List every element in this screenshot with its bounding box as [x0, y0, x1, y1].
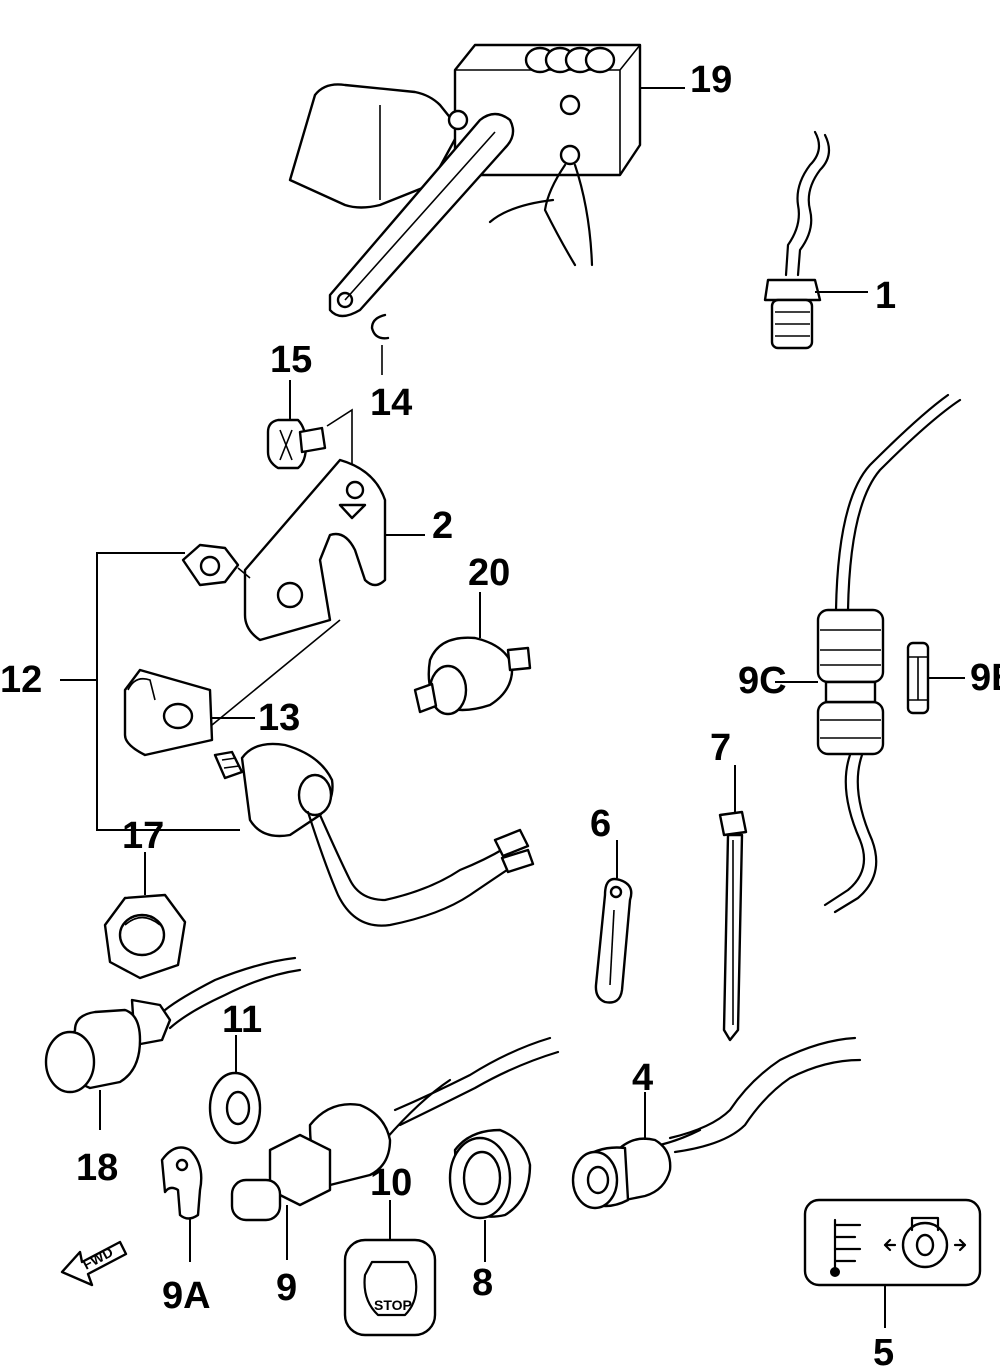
callout-15: 15: [270, 339, 312, 381]
callout-9A: 9A: [162, 1275, 211, 1317]
part-19-solenoid: [288, 43, 642, 318]
forward-arrow-icon: FWD: [60, 1240, 128, 1287]
part-2-switch: [413, 636, 532, 716]
callout-5: 5: [873, 1332, 894, 1371]
part-1-sensor: [763, 130, 831, 350]
part-9A-clip: [160, 1146, 203, 1220]
callout-13: 13: [258, 697, 300, 739]
part-9C-cable-tie: [718, 810, 748, 1042]
callout-11: 11: [222, 999, 262, 1041]
callout-6: 9C: [738, 660, 787, 702]
callout-14: 2: [432, 505, 453, 547]
callout-1: 1: [875, 275, 896, 317]
callout-19: 19: [690, 59, 732, 101]
callout-20: 14: [370, 382, 412, 424]
part-5-warning-label: [803, 1198, 982, 1287]
part-7-fuse: [906, 641, 930, 715]
part-9-switch: [230, 1036, 560, 1222]
part-nut: [181, 543, 240, 587]
callout-2: 20: [468, 552, 510, 594]
part-9B-strap: [594, 877, 633, 1004]
callout-12: 12: [0, 659, 42, 701]
callout-9C: 7: [710, 727, 731, 769]
stop-text: STOP: [374, 1297, 412, 1313]
part-6-fuse-holder: [816, 393, 962, 914]
part-4-connector: [571, 1036, 862, 1210]
part-20-clip: [370, 313, 390, 375]
callout-7: 9B: [970, 657, 1000, 699]
callout-9: 9: [276, 1267, 297, 1309]
part-10-stop-label: STOP: [343, 1238, 437, 1337]
callout-10: 10: [370, 1162, 412, 1204]
callout-17: 17: [122, 815, 164, 857]
callout-4: 4: [632, 1057, 653, 1099]
callout-9B: 6: [590, 803, 611, 845]
callout-18: 18: [76, 1147, 118, 1189]
part-13-plate: [123, 668, 214, 757]
part-12-switch: [213, 742, 535, 927]
part-14-bracket: [243, 458, 387, 642]
callout-8: 8: [472, 1262, 493, 1304]
thermometer-icon: [830, 1218, 862, 1277]
part-11-washer: [208, 1071, 262, 1145]
part-18-button: [44, 956, 302, 1094]
part-15-bolt: [266, 418, 327, 470]
oil-pressure-icon: [883, 1216, 967, 1269]
part-8-grommet: [448, 1128, 532, 1220]
part-17-nut: [103, 893, 187, 980]
